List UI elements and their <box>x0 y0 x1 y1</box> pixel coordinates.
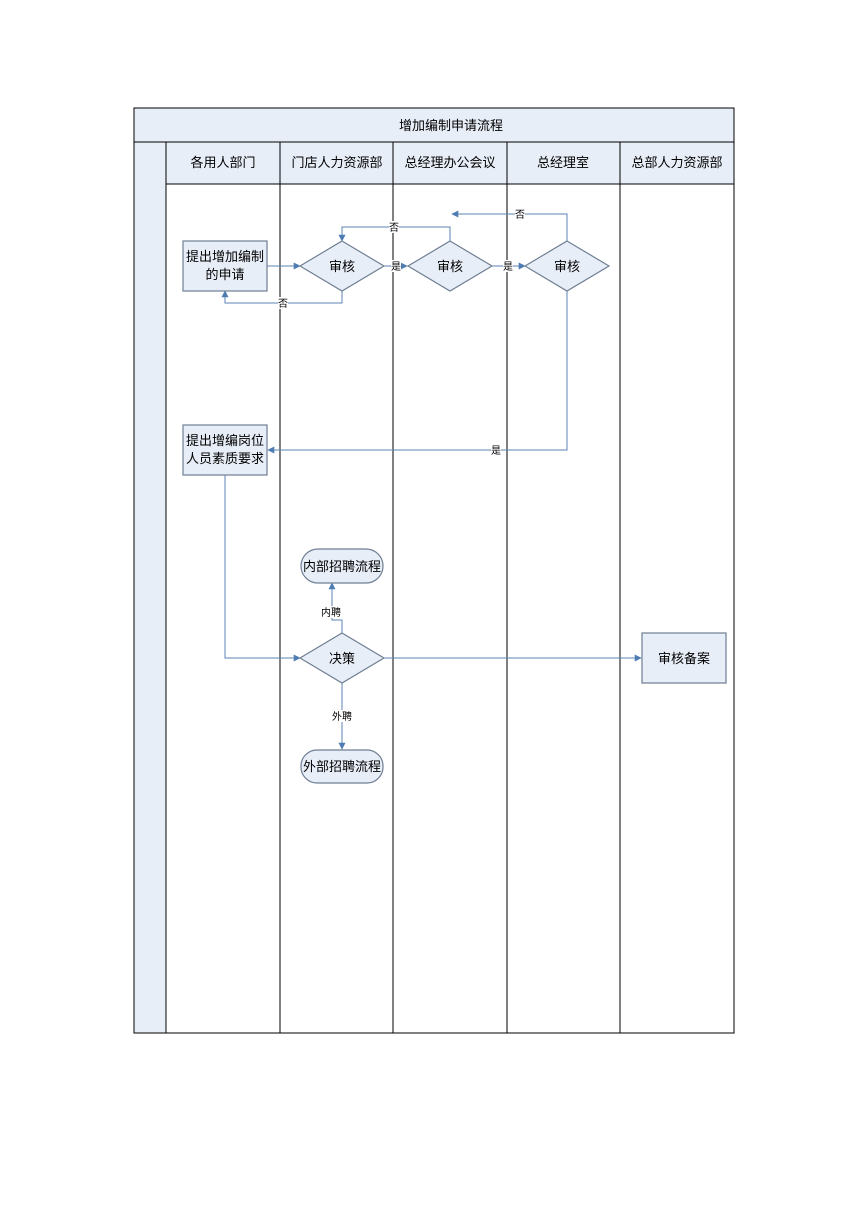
lane-label-hq-hr: 总部人力资源部 <box>631 156 722 171</box>
node-internal-process: 内部招聘流程 <box>300 548 384 584</box>
title-band <box>133 107 735 143</box>
svg-text:决策: 决策 <box>329 651 355 667</box>
lane-label-gm-office: 总经理室 <box>537 155 589 171</box>
svg-text:内部招聘流程: 内部招聘流程 <box>303 559 381 575</box>
svg-text:审核备案: 审核备案 <box>658 651 710 667</box>
node-apply-box: 提出增加编制 的申请 <box>182 240 268 292</box>
pool-border <box>133 107 735 1034</box>
diagram-title: 增加编制申请流程 <box>399 119 503 134</box>
edge-labels: 否 否 否 是 是 是 内聘 外聘 <box>278 208 525 723</box>
edge-label-no: 否 <box>278 298 288 310</box>
node-requirements-box: 提出增编岗位 人员素质要求 <box>182 424 268 476</box>
edge-label-yes: 是 <box>491 445 501 457</box>
svg-text:审核: 审核 <box>554 260 580 275</box>
edge-label-internal: 内聘 <box>321 606 341 619</box>
node-review-3-diamond: 审核 <box>523 240 611 292</box>
lane-label-gm-meeting: 总经理办公会议 <box>404 156 495 171</box>
edge-label-external: 外聘 <box>332 710 352 723</box>
pool-side-band <box>133 141 167 1034</box>
svg-text:审核: 审核 <box>437 260 463 275</box>
svg-text:的申请: 的申请 <box>205 267 244 283</box>
edge-review3-yes-to-requirements <box>267 291 568 454</box>
edge-label-no: 否 <box>515 209 525 221</box>
lane-label-user-dept: 各用人部门 <box>190 155 255 171</box>
node-review-2-diamond: 审核 <box>406 240 494 292</box>
svg-text:提出增加编制: 提出增加编制 <box>186 249 264 265</box>
node-decision-diamond: 决策 <box>298 632 386 684</box>
svg-text:审核: 审核 <box>329 260 355 275</box>
edge-review3-no-back <box>451 210 568 241</box>
node-record-box: 审核备案 <box>641 632 727 684</box>
lane-dividers <box>279 142 621 1033</box>
svg-text:提出增编岗位: 提出增编岗位 <box>186 433 264 449</box>
edge-label-yes: 是 <box>503 261 513 273</box>
connectors <box>221 210 642 750</box>
lane-header-row <box>165 141 735 185</box>
edge-decision-to-internal <box>328 582 343 633</box>
lane-label-store-hr: 门店人力资源部 <box>291 156 382 171</box>
edge-requirements-to-decision <box>224 475 301 662</box>
svg-text:人员素质要求: 人员素质要求 <box>186 452 264 467</box>
node-external-process: 外部招聘流程 <box>300 749 384 784</box>
svg-text:外部招聘流程: 外部招聘流程 <box>303 760 381 775</box>
node-review-1-diamond: 审核 <box>298 240 386 292</box>
edge-label-no: 否 <box>389 222 399 234</box>
edge-label-yes: 是 <box>391 261 401 273</box>
